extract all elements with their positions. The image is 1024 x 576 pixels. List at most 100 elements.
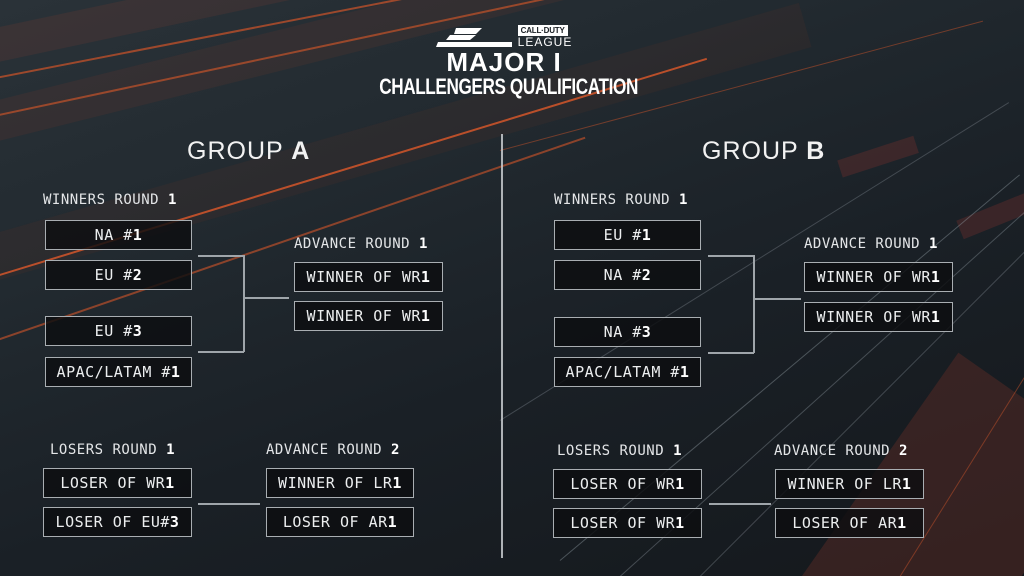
advance-round-1-label: ADVANCE ROUND 1 <box>804 236 938 252</box>
slot-text: WINNER OF WR <box>816 268 931 286</box>
bracket-connector <box>243 297 289 299</box>
slot-text: WINNER OF WR <box>306 307 421 325</box>
slot-text: LOSER OF AR <box>792 514 898 532</box>
winners-round-label: WINNERS ROUND 1 <box>43 192 177 208</box>
bracket-slot[interactable]: EU #2 <box>45 260 192 290</box>
slot-text: EU # <box>603 226 642 244</box>
brand-bottom: LEAGUE <box>517 35 573 49</box>
bracket-slot[interactable]: NA #1 <box>45 220 192 250</box>
brand-top: CALL·DUTY <box>517 25 568 36</box>
slot-number: 1 <box>679 363 690 381</box>
slot-text: NA # <box>94 226 133 244</box>
slot-number: 1 <box>420 307 431 325</box>
slot-text: EU # <box>94 266 133 284</box>
event-subtitle: CHALLENGERS QUALIFICATION <box>379 74 638 99</box>
slot-text: LOSER OF EU# <box>55 513 170 531</box>
slot-number: 3 <box>132 322 143 340</box>
slot-number: 1 <box>165 474 175 492</box>
bracket-slot[interactable]: NA #2 <box>554 260 701 290</box>
slot-text: WINNER OF WR <box>306 268 421 286</box>
slot-number: 1 <box>930 308 941 326</box>
round-number: 1 <box>419 236 428 252</box>
losers-round-label: LOSERS ROUND 1 <box>50 442 175 458</box>
bracket-slot[interactable]: EU #3 <box>45 316 192 346</box>
bracket-connector <box>708 255 754 257</box>
slot-text: LOSER OF AR <box>282 513 388 531</box>
bracket-slot[interactable]: NA #3 <box>554 317 701 347</box>
round-label-text: LOSERS ROUND <box>557 443 665 459</box>
slot-number: 1 <box>901 475 912 493</box>
group-b-title: GROUP B <box>702 137 825 166</box>
bracket-connector <box>708 352 754 354</box>
slot-text: APAC/LATAM # <box>565 363 680 381</box>
slot-text: WINNER OF LR <box>278 474 393 492</box>
slot-number: 3 <box>169 513 180 531</box>
round-number: 1 <box>168 192 177 208</box>
slot-number: 2 <box>132 266 143 284</box>
round-number: 2 <box>899 443 908 459</box>
round-number: 1 <box>929 236 938 252</box>
round-label-text: ADVANCE ROUND <box>804 236 921 252</box>
bracket-connector <box>243 255 245 352</box>
slot-number: 1 <box>392 474 402 492</box>
bracket-slot[interactable]: EU #1 <box>554 220 701 250</box>
group-title-prefix: GROUP <box>702 137 799 165</box>
group-title-letter: B <box>806 137 826 165</box>
slot-text: NA # <box>603 266 642 284</box>
event-logo: CALL·DUTY LEAGUE MAJOR I CHALLENGERS QUA… <box>379 18 638 108</box>
slot-number: 1 <box>420 268 431 286</box>
event-title: MAJOR I <box>446 47 562 77</box>
bracket-connector <box>198 255 244 257</box>
round-number: 1 <box>166 442 176 458</box>
bracket-slot[interactable]: APAC/LATAM #1 <box>45 357 192 387</box>
slot-number: 1 <box>170 363 181 381</box>
slot-number: 1 <box>930 268 941 286</box>
bracket-connector <box>709 503 771 505</box>
group-divider <box>501 134 503 558</box>
advance-round-2-label: ADVANCE ROUND 2 <box>774 443 908 459</box>
round-label-text: ADVANCE ROUND <box>266 442 383 458</box>
round-number: 1 <box>673 443 683 459</box>
group-title-letter: A <box>291 137 311 165</box>
slot-number: 1 <box>675 475 685 493</box>
round-label-text: WINNERS ROUND <box>554 192 671 208</box>
bracket-slot[interactable]: APAC/LATAM #1 <box>554 357 701 387</box>
slot-text: NA # <box>603 323 642 341</box>
advance-round-2-label: ADVANCE ROUND 2 <box>266 442 400 458</box>
slot-number: 3 <box>641 323 652 341</box>
bracket-connector <box>198 503 260 505</box>
slot-number: 1 <box>387 513 398 531</box>
bracket-connector <box>198 351 244 353</box>
slot-number: 1 <box>132 226 143 244</box>
round-label-text: ADVANCE ROUND <box>774 443 891 459</box>
winners-round-label: WINNERS ROUND 1 <box>554 192 688 208</box>
bracket-connector <box>753 255 755 353</box>
round-label-text: WINNERS ROUND <box>43 192 160 208</box>
slot-text: EU # <box>94 322 133 340</box>
cdl-logo-icon <box>435 28 512 47</box>
slot-text: WINNER OF LR <box>787 475 902 493</box>
slot-text: LOSER OF WR <box>570 514 676 532</box>
bracket-connector <box>753 298 801 300</box>
advance-round-1-label: ADVANCE ROUND 1 <box>294 236 428 252</box>
slot-number: 1 <box>897 514 907 532</box>
losers-round-label: LOSERS ROUND 1 <box>557 443 682 459</box>
bracket-slot[interactable]: LOSER OF EU#3 <box>43 507 192 537</box>
slot-text: APAC/LATAM # <box>56 363 171 381</box>
slot-number: 2 <box>641 266 652 284</box>
slot-text: WINNER OF WR <box>816 308 931 326</box>
slot-text: LOSER OF WR <box>60 474 166 492</box>
round-label-text: ADVANCE ROUND <box>294 236 411 252</box>
slot-number: 1 <box>675 514 685 532</box>
